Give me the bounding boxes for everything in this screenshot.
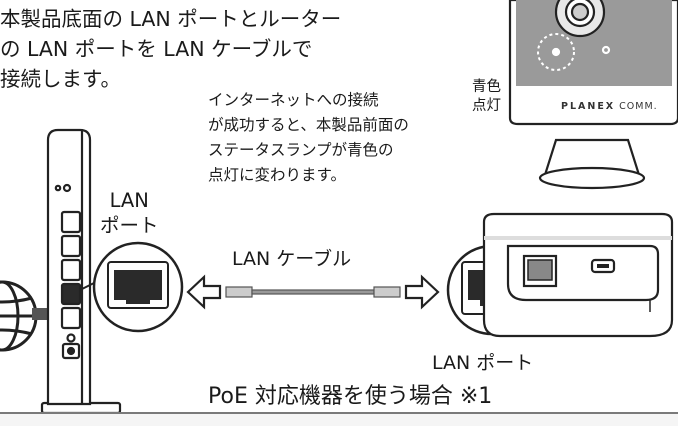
poe-heading: PoE 対応機器を使う場合 ※1	[208, 384, 493, 409]
lamp-label: 青色 点灯	[472, 78, 501, 116]
instruction-text: 本製品底面の LAN ポートとルーター の LAN ポートを LAN ケーブルで…	[0, 4, 342, 94]
instruction-line: 接続します。	[0, 67, 121, 91]
brand-logo: PLANEX COMM.	[561, 101, 658, 112]
router-port-label-line: ポート	[100, 214, 159, 237]
lamp-label-line: 青色	[472, 79, 501, 95]
instruction-line: 本製品底面の LAN ポートとルーター	[0, 7, 342, 31]
status-note-line: ステータスランプが青色の	[208, 141, 394, 159]
globe-icon	[0, 280, 38, 352]
section-divider	[0, 412, 678, 426]
router-port-label-line: LAN	[109, 189, 149, 212]
left-arrow-icon	[186, 274, 222, 310]
router-port-label: LAN ポート	[100, 188, 159, 238]
brand-name: PLANEX	[561, 101, 616, 112]
brand-suffix: COMM.	[619, 101, 658, 112]
status-note-line: 点灯に変わります。	[208, 166, 346, 184]
router	[40, 128, 122, 415]
status-note: インターネットへの接続 が成功すると、本製品前面の ステータスランプが青色の 点…	[208, 88, 409, 188]
cable-label: LAN ケーブル	[232, 248, 352, 270]
instruction-line: の LAN ポートを LAN ケーブルで	[0, 37, 313, 61]
camera-front	[508, 0, 678, 190]
camera-port-label: LAN ポート	[432, 352, 534, 374]
status-note-line: インターネットへの接続	[208, 91, 379, 109]
lan-cable	[225, 286, 401, 298]
router-port-zoom	[79, 241, 184, 333]
camera-base	[482, 212, 674, 338]
status-note-line: が成功すると、本製品前面の	[208, 116, 409, 134]
lamp-label-line: 点灯	[472, 98, 501, 114]
right-arrow-icon	[404, 274, 440, 310]
